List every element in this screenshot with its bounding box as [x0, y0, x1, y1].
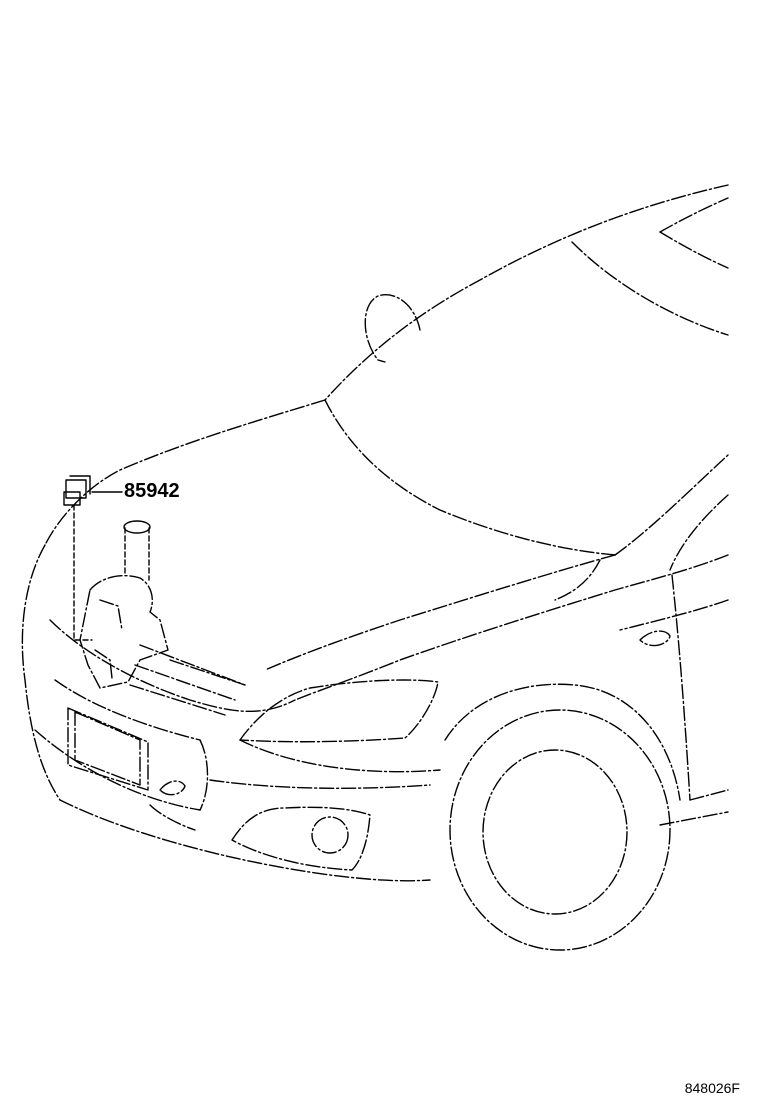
hood-outline: [44, 399, 729, 671]
fender-outline: [294, 494, 729, 826]
windshield-outline: [324, 184, 729, 401]
diagram-id-label: 848026F: [684, 1080, 740, 1096]
headlight: [239, 679, 439, 743]
side-mirror: [364, 294, 421, 363]
grille: [129, 644, 246, 716]
part-number-label: 85942: [124, 480, 180, 502]
front-wheel: [444, 683, 681, 951]
license-plate: [67, 707, 149, 791]
sensor-part-85942: [63, 475, 123, 641]
washer-tank-assembly: [79, 520, 169, 689]
fog-lamp: [149, 780, 371, 871]
bumper-outline: [21, 544, 441, 882]
